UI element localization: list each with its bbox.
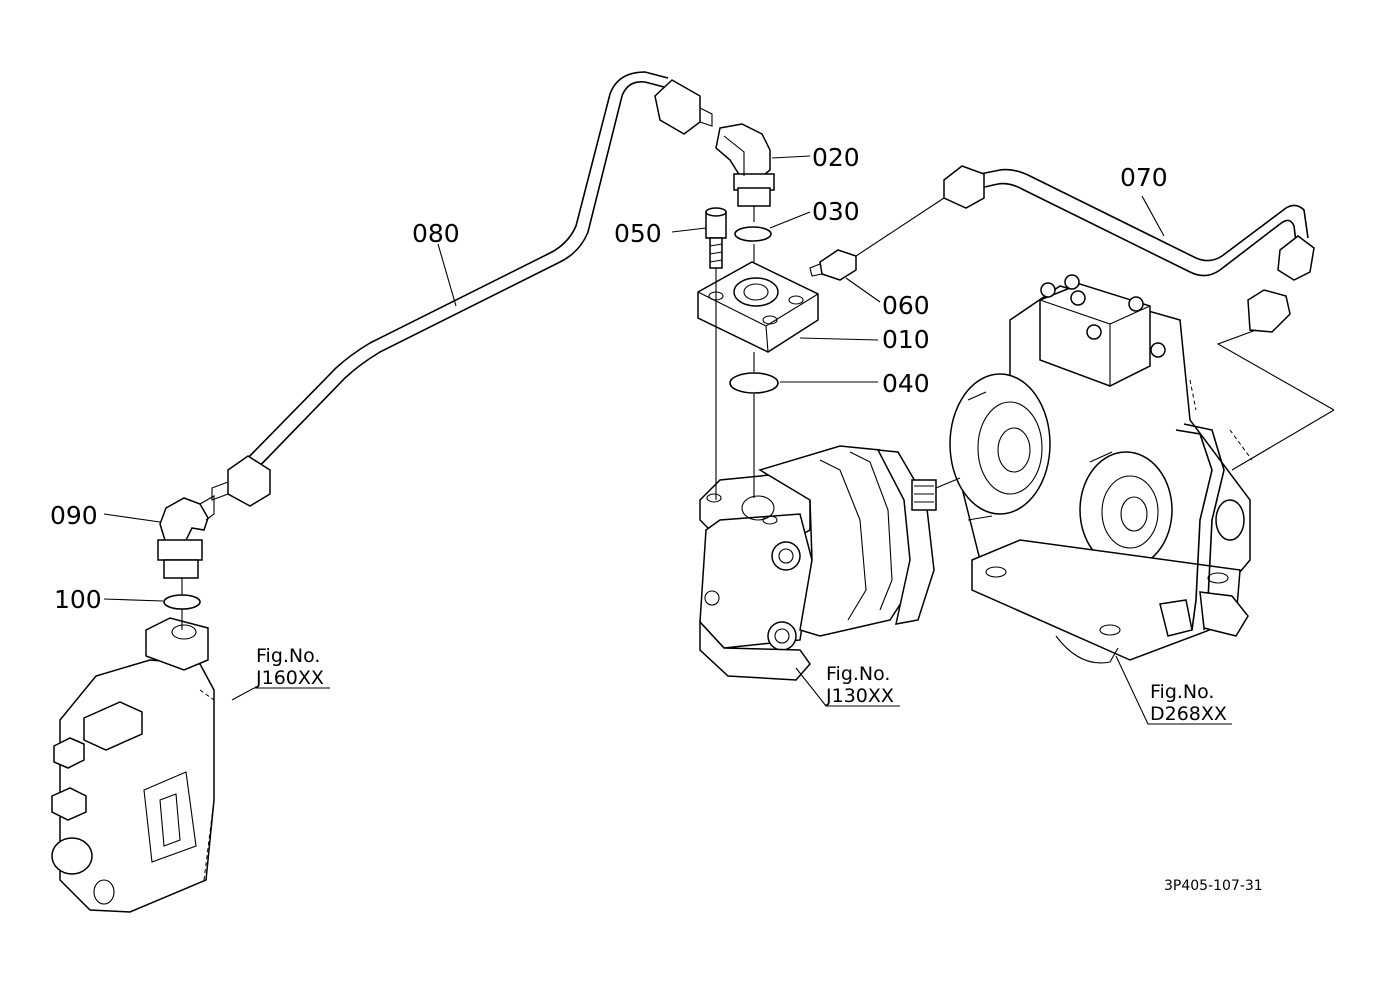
callout-070: 070 xyxy=(1120,163,1168,192)
pipe-080-nut-upper xyxy=(654,79,713,135)
assembly-centerlines xyxy=(181,197,1335,630)
figure-ref-transmission-line2: D268XX xyxy=(1150,703,1227,725)
callout-080: 080 xyxy=(412,219,460,248)
transmission-assembly xyxy=(949,274,1291,664)
callout-090: 090 xyxy=(50,501,98,530)
elbow-020 xyxy=(715,123,775,207)
o-ring-100 xyxy=(163,594,201,610)
drawing-code: 3P405-107-31 xyxy=(1164,878,1263,894)
o-ring-040 xyxy=(729,372,779,394)
o-ring-030 xyxy=(734,226,772,242)
flange-010 xyxy=(697,261,819,353)
callout-030: 030 xyxy=(812,197,860,226)
pipe-080-nut-lower xyxy=(211,455,271,507)
figure-ref-control-valve: Fig.No. J160XX xyxy=(255,645,324,689)
callout-100: 100 xyxy=(54,585,102,614)
bolt-050 xyxy=(705,207,727,269)
leader-lines xyxy=(103,155,1232,725)
figure-ref-transmission: Fig.No. D268XX xyxy=(1150,681,1227,725)
callout-labels: 020 030 050 060 010 040 070 080 090 100 xyxy=(50,143,1168,614)
callout-060: 060 xyxy=(882,291,930,320)
callout-040: 040 xyxy=(882,369,930,398)
hydraulic-pump-assembly xyxy=(699,445,937,681)
figure-ref-transmission-line1: Fig.No. xyxy=(1150,681,1214,703)
figure-ref-control-valve-line1: Fig.No. xyxy=(256,645,320,667)
elbow-090 xyxy=(157,495,215,579)
figure-ref-hydraulic-pump-line1: Fig.No. xyxy=(826,663,890,685)
pipe-080 xyxy=(211,71,713,507)
figure-ref-control-valve-line2: J160XX xyxy=(255,667,324,689)
figure-ref-hydraulic-pump: Fig.No. J130XX xyxy=(825,663,894,707)
callout-020: 020 xyxy=(812,143,860,172)
adapter-060 xyxy=(809,249,857,281)
control-valve-assembly xyxy=(51,617,215,913)
figure-ref-hydraulic-pump-line2: J130XX xyxy=(825,685,894,707)
callout-010: 010 xyxy=(882,325,930,354)
callout-050: 050 xyxy=(614,219,662,248)
pipe-070 xyxy=(943,165,1315,281)
